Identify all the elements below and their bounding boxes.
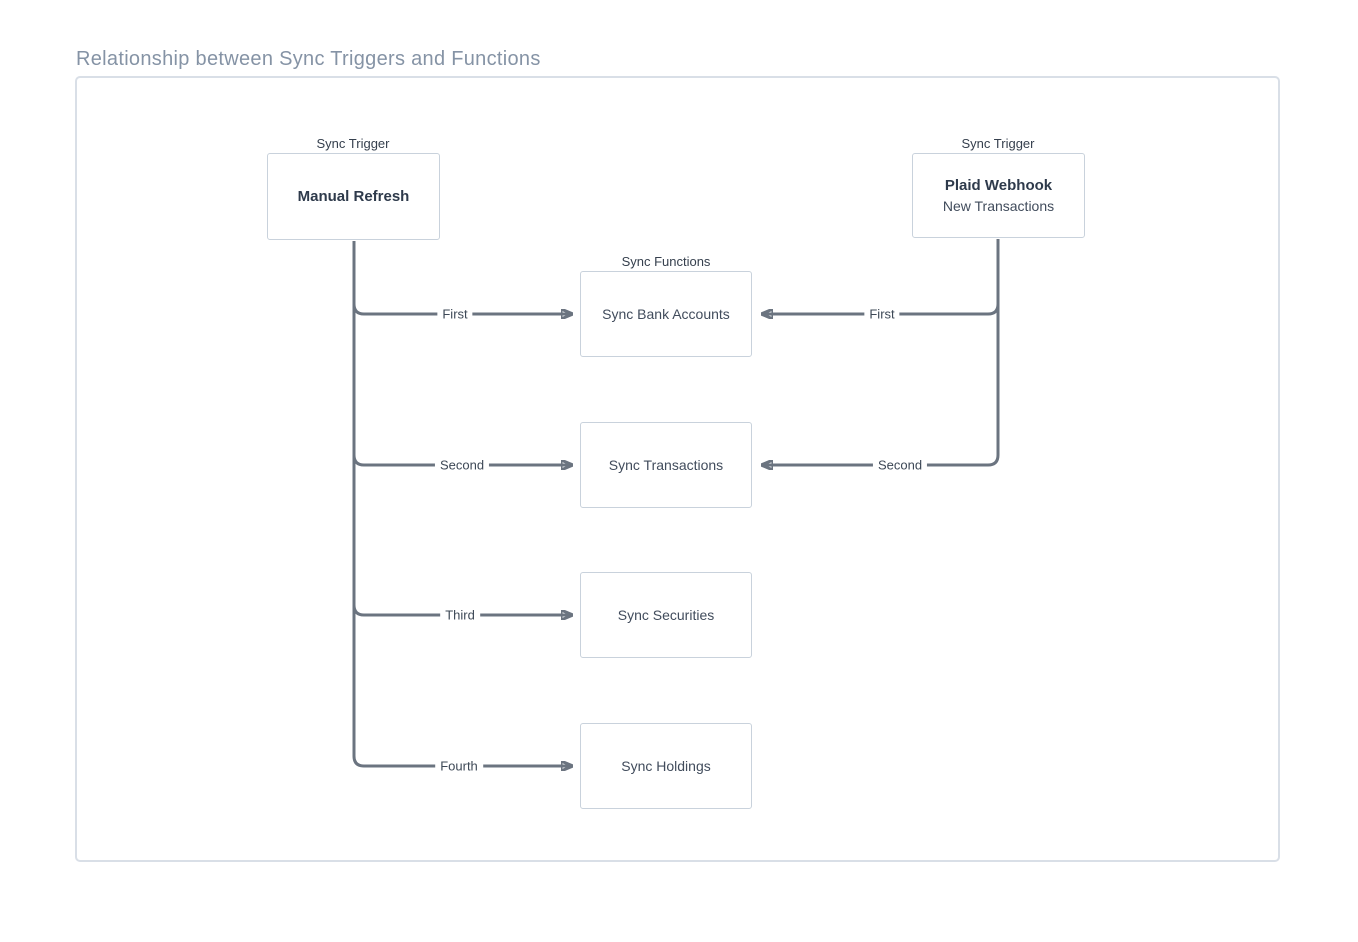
node-sync-transactions: Sync Transactions <box>580 422 752 508</box>
node-plaid-webhook: Plaid Webhook New Transactions <box>912 153 1085 238</box>
node-sync-securities-label: Sync Securities <box>617 606 715 623</box>
node-manual-refresh: Manual Refresh <box>267 153 440 240</box>
node-sync-securities: Sync Securities <box>580 572 752 658</box>
node-sync-holdings-label: Sync Holdings <box>621 757 711 774</box>
node-plaid-webhook-title: Plaid Webhook <box>944 177 1053 194</box>
edge-label-left-second: Second <box>434 457 490 473</box>
page-title: Relationship between Sync Triggers and F… <box>76 48 541 70</box>
node-sync-bank-accounts: Sync Bank Accounts <box>580 271 752 357</box>
edge-label-left-first: First <box>437 306 473 322</box>
edge-label-left-third: Third <box>440 607 480 623</box>
node-manual-refresh-title: Manual Refresh <box>297 188 410 205</box>
node-plaid-webhook-subtitle: New Transactions <box>942 198 1055 214</box>
sync-functions-label: Sync Functions <box>621 254 711 269</box>
sync-trigger-label-left: Sync Trigger <box>316 136 390 151</box>
edge-label-right-second: Second <box>872 457 928 473</box>
node-sync-transactions-label: Sync Transactions <box>608 456 724 473</box>
edge-label-left-fourth: Fourth <box>435 758 483 774</box>
node-sync-bank-accounts-label: Sync Bank Accounts <box>602 305 730 322</box>
edge-label-right-first: First <box>864 306 900 322</box>
sync-trigger-label-right: Sync Trigger <box>961 136 1035 151</box>
node-sync-holdings: Sync Holdings <box>580 723 752 809</box>
